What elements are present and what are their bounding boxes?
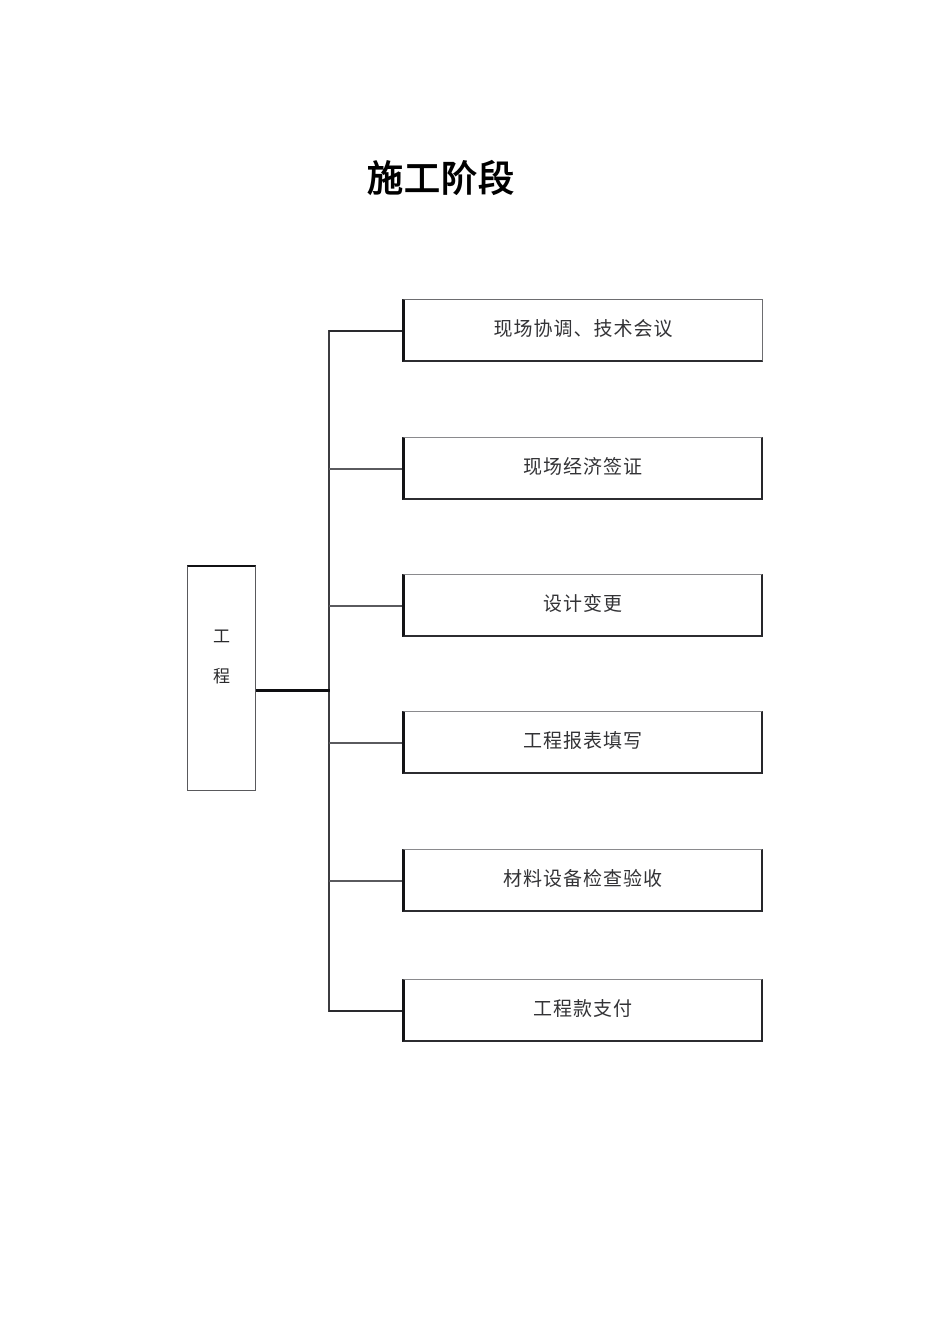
node-site-economic-visa[interactable]: 现场经济签证 (402, 437, 763, 500)
connector-branch-2 (329, 468, 403, 470)
node-label: 材料设备检查验收 (502, 869, 663, 890)
node-design-change[interactable]: 设计变更 (402, 574, 763, 637)
node-label: 工程款支付 (532, 999, 633, 1020)
node-label: 设计变更 (542, 594, 623, 615)
connector-branch-3 (329, 605, 403, 607)
connector-branch-1 (329, 330, 403, 332)
node-label: 工程报表填写 (522, 731, 643, 752)
node-project-payment[interactable]: 工程款支付 (402, 979, 763, 1042)
node-material-equipment-inspection[interactable]: 材料设备检查验收 (402, 849, 763, 912)
node-engineering-report-filling[interactable]: 工程报表填写 (402, 711, 763, 774)
root-node-label-char-2: 程 (213, 667, 230, 686)
root-node-engineering[interactable]: 工 程 (187, 565, 256, 791)
connector-spine (328, 330, 330, 1012)
connector-branch-6 (329, 1010, 403, 1012)
node-label: 现场经济签证 (522, 457, 643, 478)
node-site-coordination-meeting[interactable]: 现场协调、技术会议 (402, 299, 763, 362)
root-node-label: 工 程 (213, 617, 230, 697)
node-label: 现场协调、技术会议 (493, 319, 674, 340)
page-title: 施工阶段 (366, 159, 515, 200)
root-node-label-char-1: 工 (213, 627, 230, 646)
connector-branch-4 (329, 742, 403, 744)
connector-root (255, 689, 330, 692)
connector-branch-5 (329, 880, 403, 882)
